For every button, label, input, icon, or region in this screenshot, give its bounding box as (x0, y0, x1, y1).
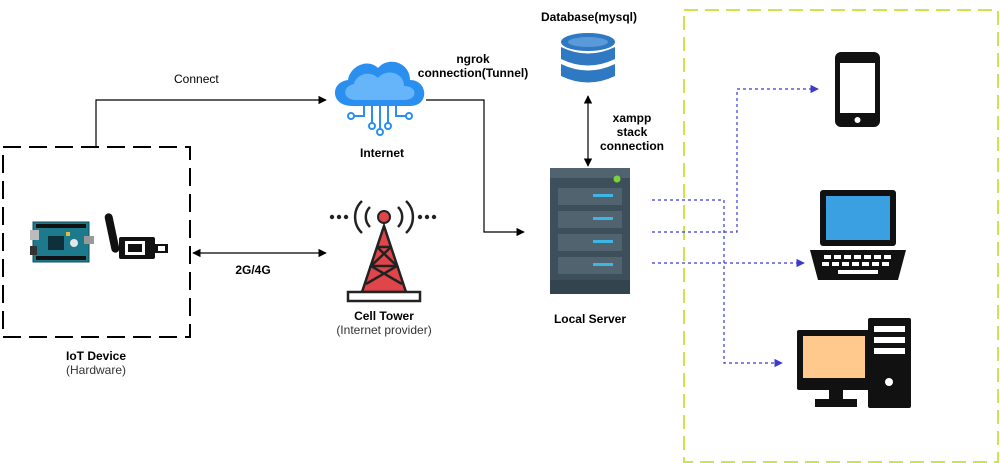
xampp-label-line1: xampp (612, 111, 652, 125)
iot-device-label: IoT Device (Hardware) (56, 349, 136, 377)
iot-device-subtitle: (Hardware) (65, 363, 126, 377)
xampp-label-line3: connection (599, 139, 664, 153)
smartphone-icon (835, 52, 880, 127)
ngrok-label: ngrok connection(Tunnel) (412, 52, 534, 80)
desktop-computer-icon (797, 318, 911, 408)
iot-device-title: IoT Device (65, 349, 127, 363)
ngrok-label-line2: connection(Tunnel) (417, 66, 529, 80)
connect-label: Connect (174, 72, 219, 86)
link-to-phone (652, 84, 819, 233)
iot-device-boundary (2, 146, 191, 338)
xampp-label: xampp stack connection (594, 111, 670, 153)
tunnel-arrow (426, 99, 525, 237)
cell-tower-subtitle: (Internet provider) (336, 323, 432, 337)
network-label: 2G/4G (235, 263, 271, 277)
link-to-desktop (652, 199, 783, 368)
server-rack-icon (550, 168, 630, 294)
cell-tower-title: Cell Tower (354, 309, 414, 323)
gsm-module-icon (104, 213, 168, 259)
client-devices-boundary (683, 9, 999, 463)
connect-arrow (95, 95, 327, 147)
arduino-board-icon (30, 221, 94, 263)
cell-tower-icon (329, 200, 437, 303)
xampp-label-line2: stack (616, 125, 648, 139)
cloud-icon (334, 61, 425, 136)
database-label: Database(mysql) (540, 10, 638, 24)
cell-tower-label: Cell Tower (Internet provider) (322, 309, 446, 337)
database-icon (561, 33, 615, 83)
ngrok-label-line1: ngrok (456, 52, 490, 66)
laptop-icon (810, 190, 906, 280)
local-server-label: Local Server (553, 312, 627, 326)
internet-label: Internet (359, 146, 404, 160)
